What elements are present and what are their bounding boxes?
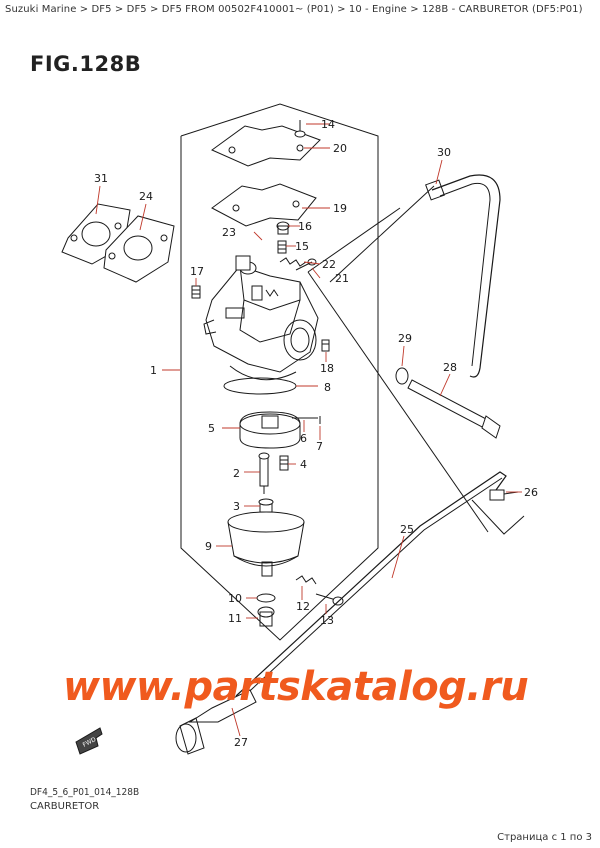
- part-callout[interactable]: 29: [398, 332, 412, 345]
- page-info: Страница с 1 по 3: [497, 832, 592, 843]
- part-callout[interactable]: 23: [222, 226, 236, 239]
- part-callout[interactable]: 30: [437, 146, 451, 159]
- part-callout[interactable]: 6: [300, 432, 307, 445]
- spring-12: [295, 575, 317, 585]
- gasket-20: [211, 125, 321, 167]
- breadcrumb[interactable]: Suzuki Marine > DF5 > DF5 > DF5 FROM 005…: [5, 4, 583, 15]
- frame-outline: [180, 103, 379, 641]
- part-callout[interactable]: 8: [324, 381, 331, 394]
- gasket-24: [103, 215, 175, 283]
- figure-title: FIG.128B: [30, 52, 142, 76]
- float-bowl-9: [227, 511, 305, 577]
- part-callout[interactable]: 2: [233, 467, 240, 480]
- part-callout[interactable]: 21: [335, 272, 349, 285]
- part-callout[interactable]: 13: [320, 614, 334, 627]
- screw-13: [315, 593, 344, 606]
- part-callout[interactable]: 12: [296, 600, 310, 613]
- footer-code: DF4_5_6_P01_014_128B: [30, 787, 140, 798]
- part-callout[interactable]: 3: [233, 500, 240, 513]
- part-callout[interactable]: 15: [295, 240, 309, 253]
- main-jet-3: [258, 498, 274, 513]
- gasket-19: [211, 183, 317, 227]
- part-callout[interactable]: 14: [321, 118, 335, 131]
- needle-2: [258, 452, 270, 494]
- plug-16: [276, 221, 290, 235]
- washer-10: [256, 593, 276, 603]
- seat-4: [279, 455, 289, 471]
- part-callout[interactable]: 4: [300, 458, 307, 471]
- carburetor-body: [203, 255, 319, 381]
- bolt-11: [257, 606, 275, 627]
- part-callout[interactable]: 25: [400, 523, 414, 536]
- part-callout[interactable]: 17: [190, 265, 204, 278]
- float-5: [239, 411, 301, 449]
- part-callout[interactable]: 1: [150, 364, 157, 377]
- washer-29: [395, 367, 409, 385]
- part-callout[interactable]: 5: [208, 422, 215, 435]
- fwd-arrow-icon: [75, 727, 103, 755]
- part-callout[interactable]: 16: [298, 220, 312, 233]
- part-callout[interactable]: 19: [333, 202, 347, 215]
- part-callout[interactable]: 28: [443, 361, 457, 374]
- part-callout[interactable]: 26: [524, 486, 538, 499]
- jet-18: [321, 339, 330, 352]
- part-callout[interactable]: 20: [333, 142, 347, 155]
- part-callout[interactable]: 27: [234, 736, 248, 749]
- part-callout[interactable]: 22: [322, 258, 336, 271]
- part-callout[interactable]: 10: [228, 592, 242, 605]
- part-callout[interactable]: 11: [228, 612, 242, 625]
- part-callout[interactable]: 18: [320, 362, 334, 375]
- spring-22: [279, 257, 307, 267]
- watermark: www.partskatalog.ru: [63, 664, 529, 710]
- o-ring-8: [223, 377, 297, 395]
- bolt-28: [407, 379, 501, 439]
- part-callout[interactable]: 7: [316, 440, 323, 453]
- part-callout[interactable]: 24: [139, 190, 153, 203]
- hose-30: [431, 174, 501, 378]
- part-callout[interactable]: 9: [205, 540, 212, 553]
- clip-26: [489, 489, 519, 501]
- footer-name: CARBURETOR: [30, 801, 100, 812]
- screw-14: [294, 120, 306, 138]
- screw-21: [295, 258, 317, 271]
- jet-15: [277, 240, 287, 254]
- part-callout[interactable]: 31: [94, 172, 108, 185]
- jet-17: [191, 285, 201, 299]
- choke-rod-25: [235, 471, 507, 697]
- choke-knob-27: [175, 689, 257, 755]
